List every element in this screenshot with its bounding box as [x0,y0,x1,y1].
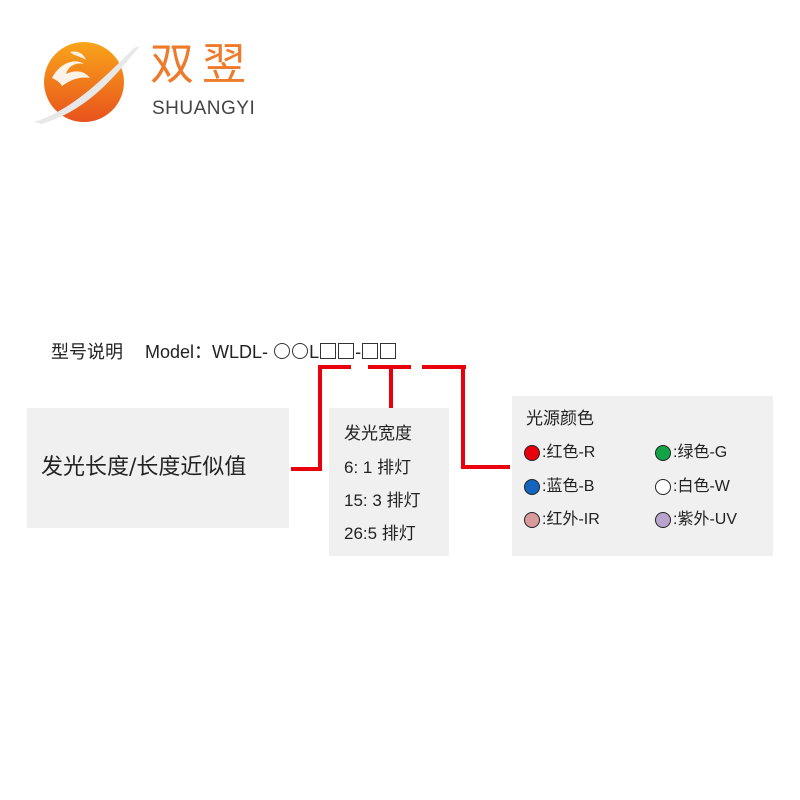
color-label: :红色-R [542,444,596,461]
model-prefix: WLDL- [212,342,269,362]
color-label: :白色-W [673,478,730,495]
blue-dot-icon [524,479,540,495]
width-slot-1 [320,343,337,359]
color-box: 光源颜色 :红色-R :绿色-G :蓝色-B :白色-W :红外-IR :紫外-… [512,396,773,556]
connector-length-vertical [318,365,322,471]
color-label: :蓝色-B [542,478,595,495]
color-title: 光源颜色 [526,409,594,428]
connector-color-top [422,365,466,369]
model-label-en: Model： [145,342,213,362]
color-label: :红外-IR [542,511,600,528]
brand-name-en: SHUANGYI [152,98,256,119]
connector-color-vertical [461,365,465,469]
length-slot-1 [274,343,291,359]
color-item-red: :红色-R [524,443,595,463]
color-item-infrared: :红外-IR [524,510,600,530]
width-option: 26:5 排灯 [344,524,416,543]
connector-color-bottom [461,465,510,469]
width-option: 6: 1 排灯 [344,458,412,477]
green-dot-icon [655,445,671,461]
model-line: 型号说明 Model：WLDL- L - [51,339,397,365]
ultraviolet-dot-icon [655,512,671,528]
length-description: 发光长度/长度近似值 [41,455,247,480]
width-box: 发光宽度 6: 1 排灯 15: 3 排灯 26:5 排灯 [329,408,449,556]
length-slot-2 [292,343,309,359]
width-slot-2 [338,343,355,359]
color-item-green: :绿色-G [655,443,727,463]
infrared-dot-icon [524,512,540,528]
color-slot-1 [362,343,379,359]
color-label: :绿色-G [673,444,728,461]
connector-length-bottom [291,467,322,471]
color-slot-2 [380,343,397,359]
length-box: 发光长度/长度近似值 [27,408,289,528]
width-title: 发光宽度 [344,424,412,443]
white-dot-icon [655,479,671,495]
color-item-white: :白色-W [655,477,730,497]
connector-length-top [318,365,351,369]
brand-name-cn: 双翌 [150,39,254,90]
model-label-cn: 型号说明 [51,342,123,362]
color-item-ultraviolet: :紫外-UV [655,510,737,530]
color-label: :紫外-UV [673,511,738,528]
color-item-blue: :蓝色-B [524,477,594,497]
model-separator-l: L [309,342,320,362]
connector-width-vertical [389,365,393,408]
model-separator-dash: - [355,342,362,362]
width-option: 15: 3 排灯 [344,491,421,510]
red-dot-icon [524,445,540,461]
shuangyi-logo-icon [34,42,140,124]
